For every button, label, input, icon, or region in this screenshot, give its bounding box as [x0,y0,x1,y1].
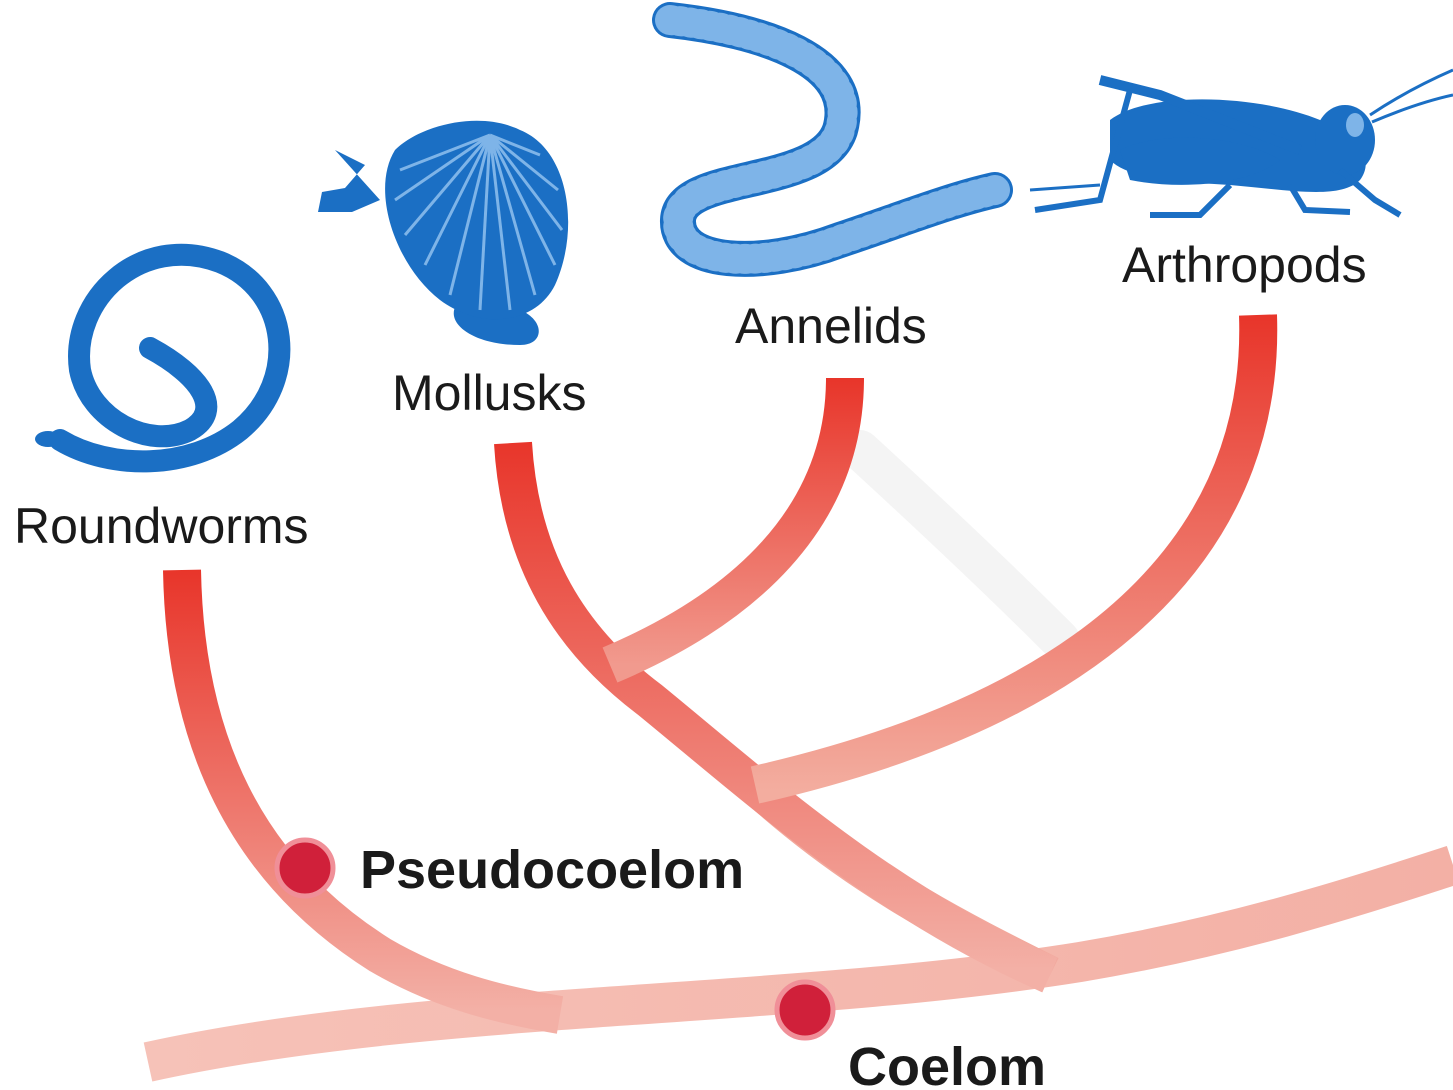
label-coelom: Coelom [848,1037,1046,1090]
mollusk-shell-icon [318,121,568,345]
label-arthropods: Arthropods [1122,237,1367,293]
label-roundworms: Roundworms [14,498,309,554]
roundworm-icon [35,255,279,462]
branch-roundworms [182,570,560,1015]
pseudocoelom-node [277,840,333,896]
branch-annelids [610,378,845,665]
label-mollusks: Mollusks [392,365,586,421]
coelom-node [777,982,833,1038]
annelid-worm-icon [670,20,995,259]
label-annelids: Annelids [735,298,927,354]
label-pseudocoelom: Pseudocoelom [360,840,744,900]
background-shading [860,450,1060,640]
grasshopper-icon [1030,70,1453,215]
